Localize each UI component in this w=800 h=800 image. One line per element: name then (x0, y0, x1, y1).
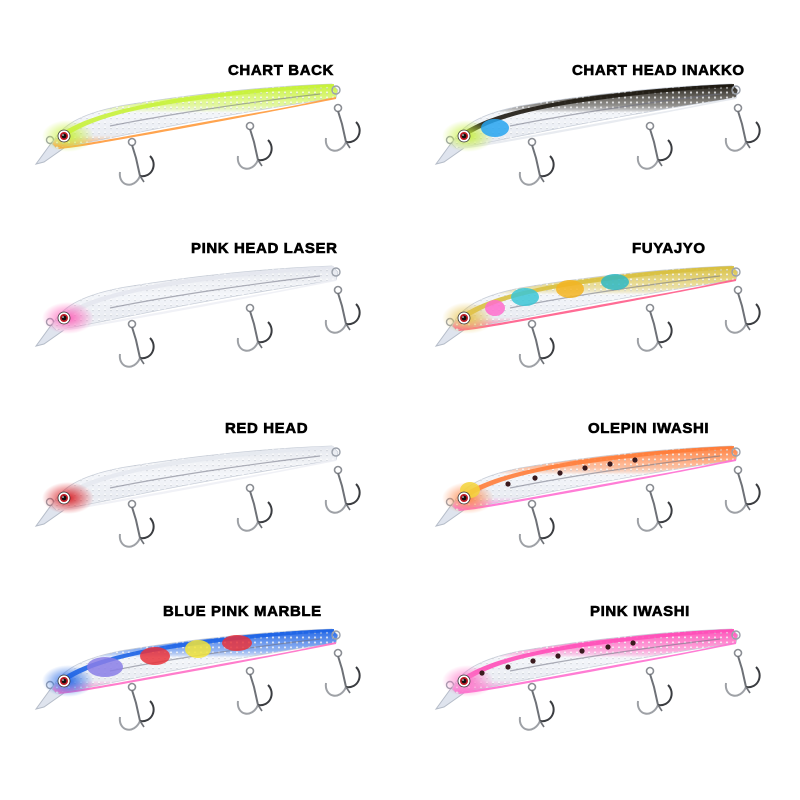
lure-cell-chart-head-inakko (400, 40, 800, 220)
treble-hook-rear-icon (724, 465, 761, 514)
lure-illustration (34, 265, 361, 368)
spot (479, 670, 485, 676)
color-patch (511, 288, 539, 306)
treble-hook-rear-icon (724, 648, 761, 697)
treble-hook-front-icon (118, 137, 155, 186)
lure-cell-red-head (0, 402, 400, 582)
color-patch (556, 280, 584, 298)
spot (555, 653, 561, 659)
spot (505, 481, 511, 487)
treble-hook-front-icon (118, 319, 155, 368)
treble-hook-rear-icon (324, 285, 361, 334)
color-patch (485, 300, 505, 316)
lure-illustration (434, 628, 761, 731)
treble-hook-middle-icon (236, 303, 273, 352)
treble-hook-middle-icon (236, 666, 273, 715)
treble-hook-front-icon (118, 499, 155, 548)
treble-hook-front-icon (518, 137, 555, 186)
lure-cell-pink-head-laser (0, 222, 400, 402)
spot (607, 461, 613, 467)
spot (579, 648, 585, 654)
treble-hook-middle-icon (636, 121, 673, 170)
treble-hook-middle-icon (236, 121, 273, 170)
spot (532, 475, 538, 481)
lure-label-red-head: RED HEAD (225, 420, 309, 438)
lure-illustration (434, 445, 761, 548)
spot (605, 644, 611, 650)
lure-label-pink-head-laser: PINK HEAD LASER (191, 240, 338, 258)
treble-hook-middle-icon (236, 483, 273, 532)
treble-hook-rear-icon (724, 285, 761, 334)
color-patch (87, 657, 123, 677)
treble-hook-rear-icon (324, 465, 361, 514)
treble-hook-middle-icon (636, 303, 673, 352)
spot (632, 457, 638, 463)
lure-illustration (434, 265, 761, 368)
treble-hook-front-icon (118, 682, 155, 731)
lure-label-fuyajyo: FUYAJYO (632, 240, 706, 258)
lure-illustration (34, 628, 361, 731)
lure-label-olepin-iwashi: OLEPIN IWASHI (588, 420, 710, 438)
lure-label-chart-head-inakko: CHART HEAD INAKKO (572, 62, 745, 80)
lure-cell-olepin-iwashi (400, 402, 800, 582)
spot (557, 470, 563, 476)
treble-hook-rear-icon (724, 103, 761, 152)
lure-cell-chart-back (0, 40, 400, 220)
lure-label-pink-iwashi: PINK IWASHI (590, 603, 690, 621)
treble-hook-front-icon (518, 499, 555, 548)
color-patch (222, 635, 252, 651)
lure-illustration (34, 83, 361, 186)
lure-illustration (34, 445, 361, 548)
treble-hook-middle-icon (636, 666, 673, 715)
color-patch (481, 119, 509, 137)
treble-hook-front-icon (518, 682, 555, 731)
spot (505, 664, 511, 670)
lure-label-blue-pink-marble: BLUE PINK MARBLE (163, 603, 322, 621)
spot (582, 465, 588, 471)
color-patch (185, 640, 211, 658)
lure-cell-pink-iwashi (400, 585, 800, 765)
treble-hook-rear-icon (324, 648, 361, 697)
lure-cell-fuyajyo (400, 222, 800, 402)
lure-label-chart-back: CHART BACK (228, 62, 334, 80)
lure-illustration (434, 83, 761, 186)
treble-hook-rear-icon (324, 103, 361, 152)
spot (530, 658, 536, 664)
color-patch (601, 274, 629, 290)
spot (630, 640, 636, 646)
treble-hook-middle-icon (636, 483, 673, 532)
lure-cell-blue-pink-marble (0, 585, 400, 765)
treble-hook-front-icon (518, 319, 555, 368)
color-patch (140, 647, 170, 665)
